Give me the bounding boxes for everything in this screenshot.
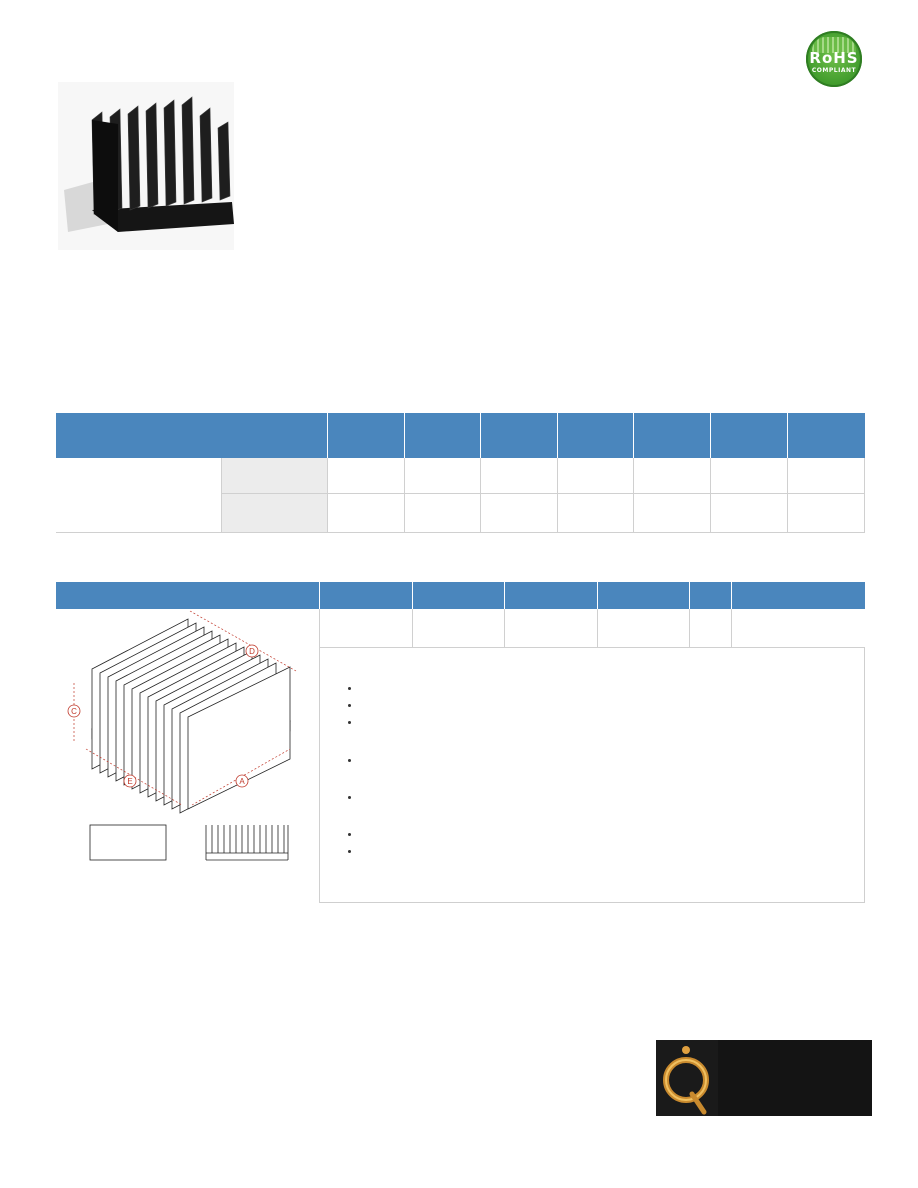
bullet-icon: [348, 721, 351, 724]
dimension-header-cell: [732, 582, 865, 609]
spec-header-cell: [56, 413, 328, 458]
table-cell: [413, 609, 505, 648]
spec-header-cell: [634, 413, 711, 458]
spec-row-label: [222, 458, 328, 494]
bullet-icon: [348, 833, 351, 836]
spec-header-cell: [558, 413, 634, 458]
company-logo: [656, 1040, 872, 1116]
dimension-label-d: D: [249, 647, 255, 656]
bullet-icon: [348, 759, 351, 762]
front-view-outline: [205, 825, 289, 861]
dimension-header-cell: [413, 582, 505, 609]
feature-list: [74, 300, 674, 360]
table-cell: [505, 609, 598, 648]
bullet-icon: [348, 687, 351, 690]
table-cell: [328, 458, 405, 494]
spec-table: [56, 413, 865, 533]
table-cell: [481, 458, 558, 494]
badge-subtitle: COMPLIANT: [811, 67, 857, 74]
table-cell: [405, 458, 481, 494]
table-cell: [320, 609, 413, 648]
table-cell: [711, 494, 788, 533]
spec-header-cell: [711, 413, 788, 458]
spec-row-group: [56, 458, 222, 533]
table-cell: [690, 609, 732, 648]
dimension-header-cell: [598, 582, 690, 609]
side-view-outline: [89, 824, 167, 861]
spec-header-cell: [405, 413, 481, 458]
table-cell: [732, 609, 865, 648]
table-cell: [788, 494, 865, 533]
heatsink-dimension-diagram: D C E A: [67, 610, 297, 861]
bullet-icon: [348, 850, 351, 853]
dimension-header-cell: [320, 582, 413, 609]
q-logo-icon: [656, 1040, 872, 1116]
bullet-icon: [348, 796, 351, 799]
table-cell: [598, 609, 690, 648]
dimension-label-a: A: [239, 777, 245, 786]
table-cell: [788, 458, 865, 494]
dimension-header-cell: [690, 582, 732, 609]
spec-row-label: [222, 494, 328, 533]
dimension-label-e: E: [127, 777, 132, 786]
table-cell: [405, 494, 481, 533]
spec-header-cell: [481, 413, 558, 458]
rohs-compliant-badge: RoHS COMPLIANT: [806, 31, 862, 87]
bullet-icon: [348, 704, 351, 707]
table-cell: [634, 494, 711, 533]
spec-header-cell: [788, 413, 865, 458]
dimension-table: D C E A: [56, 582, 865, 903]
heatsink-photo: [58, 82, 234, 250]
dimension-label-c: C: [71, 707, 77, 716]
badge-title: RoHS: [809, 49, 859, 67]
table-cell: [558, 458, 634, 494]
table-cell: [481, 494, 558, 533]
dimension-header-cell: [56, 582, 320, 609]
table-cell: [558, 494, 634, 533]
spec-header-cell: [328, 413, 405, 458]
table-cell: [634, 458, 711, 494]
dimension-header-cell: [505, 582, 598, 609]
table-cell: [328, 494, 405, 533]
table-cell: [711, 458, 788, 494]
